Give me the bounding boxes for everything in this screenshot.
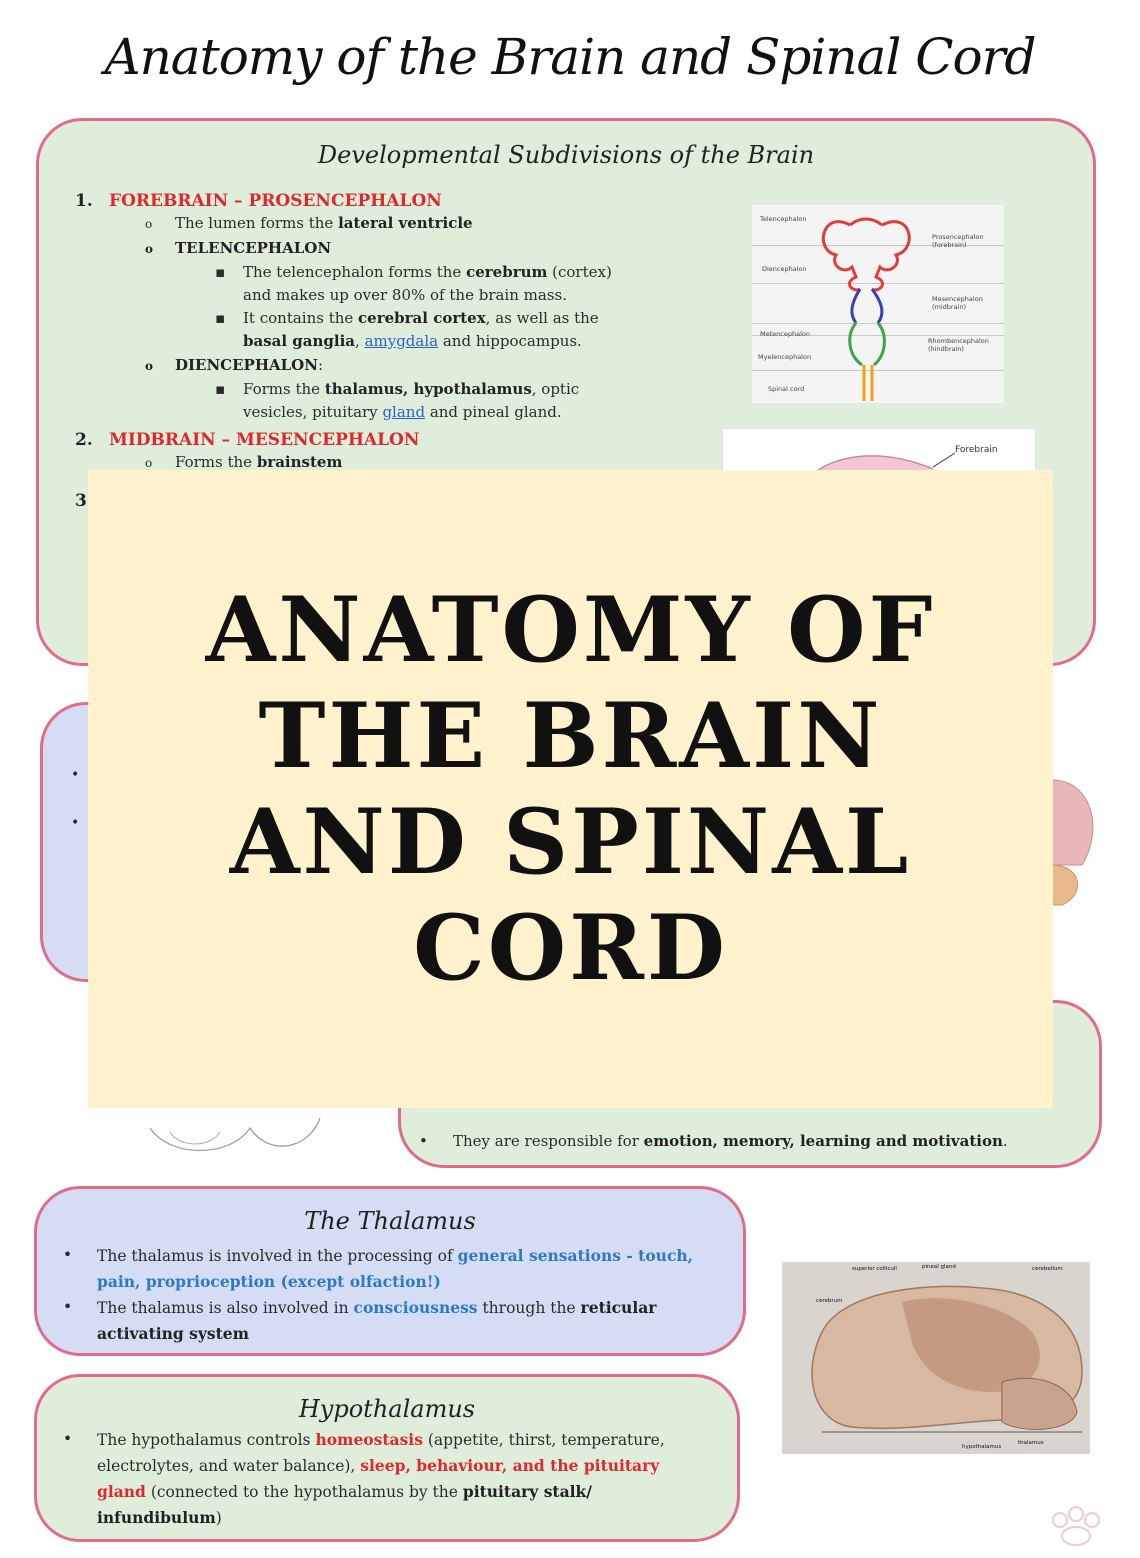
telencephalon-bullet-1: ▪ The telencephalon forms the cerebrum (…	[215, 261, 715, 307]
brain-specimen-drawing	[782, 1262, 1090, 1454]
thalamus-bullet-1: • The thalamus is involved in the proces…	[63, 1243, 733, 1295]
square-bullet-icon: ▪	[215, 263, 226, 281]
limbic-bullet: • They are responsible for emotion, memo…	[419, 1129, 1008, 1154]
brain-development-diagram: Telencephalon Diencephalon Metencephalon…	[752, 205, 1004, 403]
banner-text: ANATOMY OF THE BRAIN AND SPINAL CORD	[205, 576, 936, 1002]
bullet-icon: •	[71, 767, 80, 783]
circle-bullet-icon: o	[145, 456, 153, 470]
hypothalamus-bullet: • The hypothalamus controls homeostasis …	[63, 1427, 723, 1531]
hypothalamus-title: Hypothalamus	[298, 1395, 476, 1423]
thalamus-box: The Thalamus • The thalamus is involved …	[34, 1186, 746, 1356]
diagram-label: Myelencephalon	[758, 353, 812, 361]
neural-tube-drawing	[821, 217, 911, 401]
diagram-label: Rhombencephalon (hindbrain)	[928, 337, 989, 353]
bullet-icon: •	[63, 1298, 73, 1316]
bullet-icon: •	[419, 1132, 428, 1150]
square-bullet-icon: ▪	[215, 380, 226, 398]
diagram-label: Telencephalon	[760, 215, 807, 223]
photo-label: hypothalamus	[962, 1444, 1002, 1450]
circle-bullet-icon: o	[145, 359, 154, 373]
diagram-label: Forebrain	[955, 445, 998, 455]
photo-label: superior colliculi	[852, 1266, 897, 1272]
thalamus-title: The Thalamus	[304, 1207, 476, 1235]
diagram-label: Diencephalon	[762, 265, 807, 273]
section-title: Developmental Subdivisions of the Brain	[317, 141, 815, 169]
forebrain-heading: 1.FOREBRAIN – PROSENCEPHALON	[75, 191, 442, 211]
brain-lobes-image	[1052, 779, 1094, 906]
bullet-icon: •	[63, 1246, 73, 1264]
bullet-icon: •	[63, 1430, 73, 1448]
circle-bullet-icon: o	[145, 242, 154, 256]
square-bullet-icon: ▪	[215, 309, 226, 327]
midbrain-heading: 2.MIDBRAIN – MESENCEPHALON	[75, 430, 420, 450]
bullet-icon: •	[71, 815, 80, 831]
diagram-label: Metencephalon	[760, 330, 810, 338]
diagram-label: Spinal cord	[768, 385, 805, 393]
diagram-label: Prosencephalon (forebrain)	[932, 233, 984, 249]
photo-label: pineal gland	[922, 1264, 956, 1270]
photo-label: cerebrum	[816, 1298, 843, 1304]
photo-label: thalamus	[1018, 1440, 1044, 1446]
sagittal-brain-photo: superior colliculi pineal gland cerebell…	[782, 1262, 1090, 1454]
diencephalon-bullet: ▪ Forms the thalamus, hypothalamus, opti…	[215, 378, 715, 424]
photo-label: cerebellum	[1032, 1266, 1063, 1272]
title-banner: ANATOMY OF THE BRAIN AND SPINAL CORD	[88, 470, 1053, 1108]
hypothalamus-box: Hypothalamus • The hypothalamus controls…	[34, 1374, 740, 1542]
circle-bullet-icon: o	[145, 217, 153, 231]
skull-base-image	[149, 1117, 321, 1152]
diagram-label: Mesencephalon (midbrain)	[932, 295, 983, 311]
thalamus-bullets: • The thalamus is involved in the proces…	[63, 1243, 733, 1347]
paw-logo-icon	[1052, 1506, 1100, 1546]
telencephalon-bullet-2: ▪ It contains the cerebral cortex, as we…	[215, 307, 715, 353]
page-title: Anatomy of the Brain and Spinal Cord	[104, 28, 1036, 86]
thalamus-bullet-2: • The thalamus is also involved in consc…	[63, 1295, 733, 1347]
